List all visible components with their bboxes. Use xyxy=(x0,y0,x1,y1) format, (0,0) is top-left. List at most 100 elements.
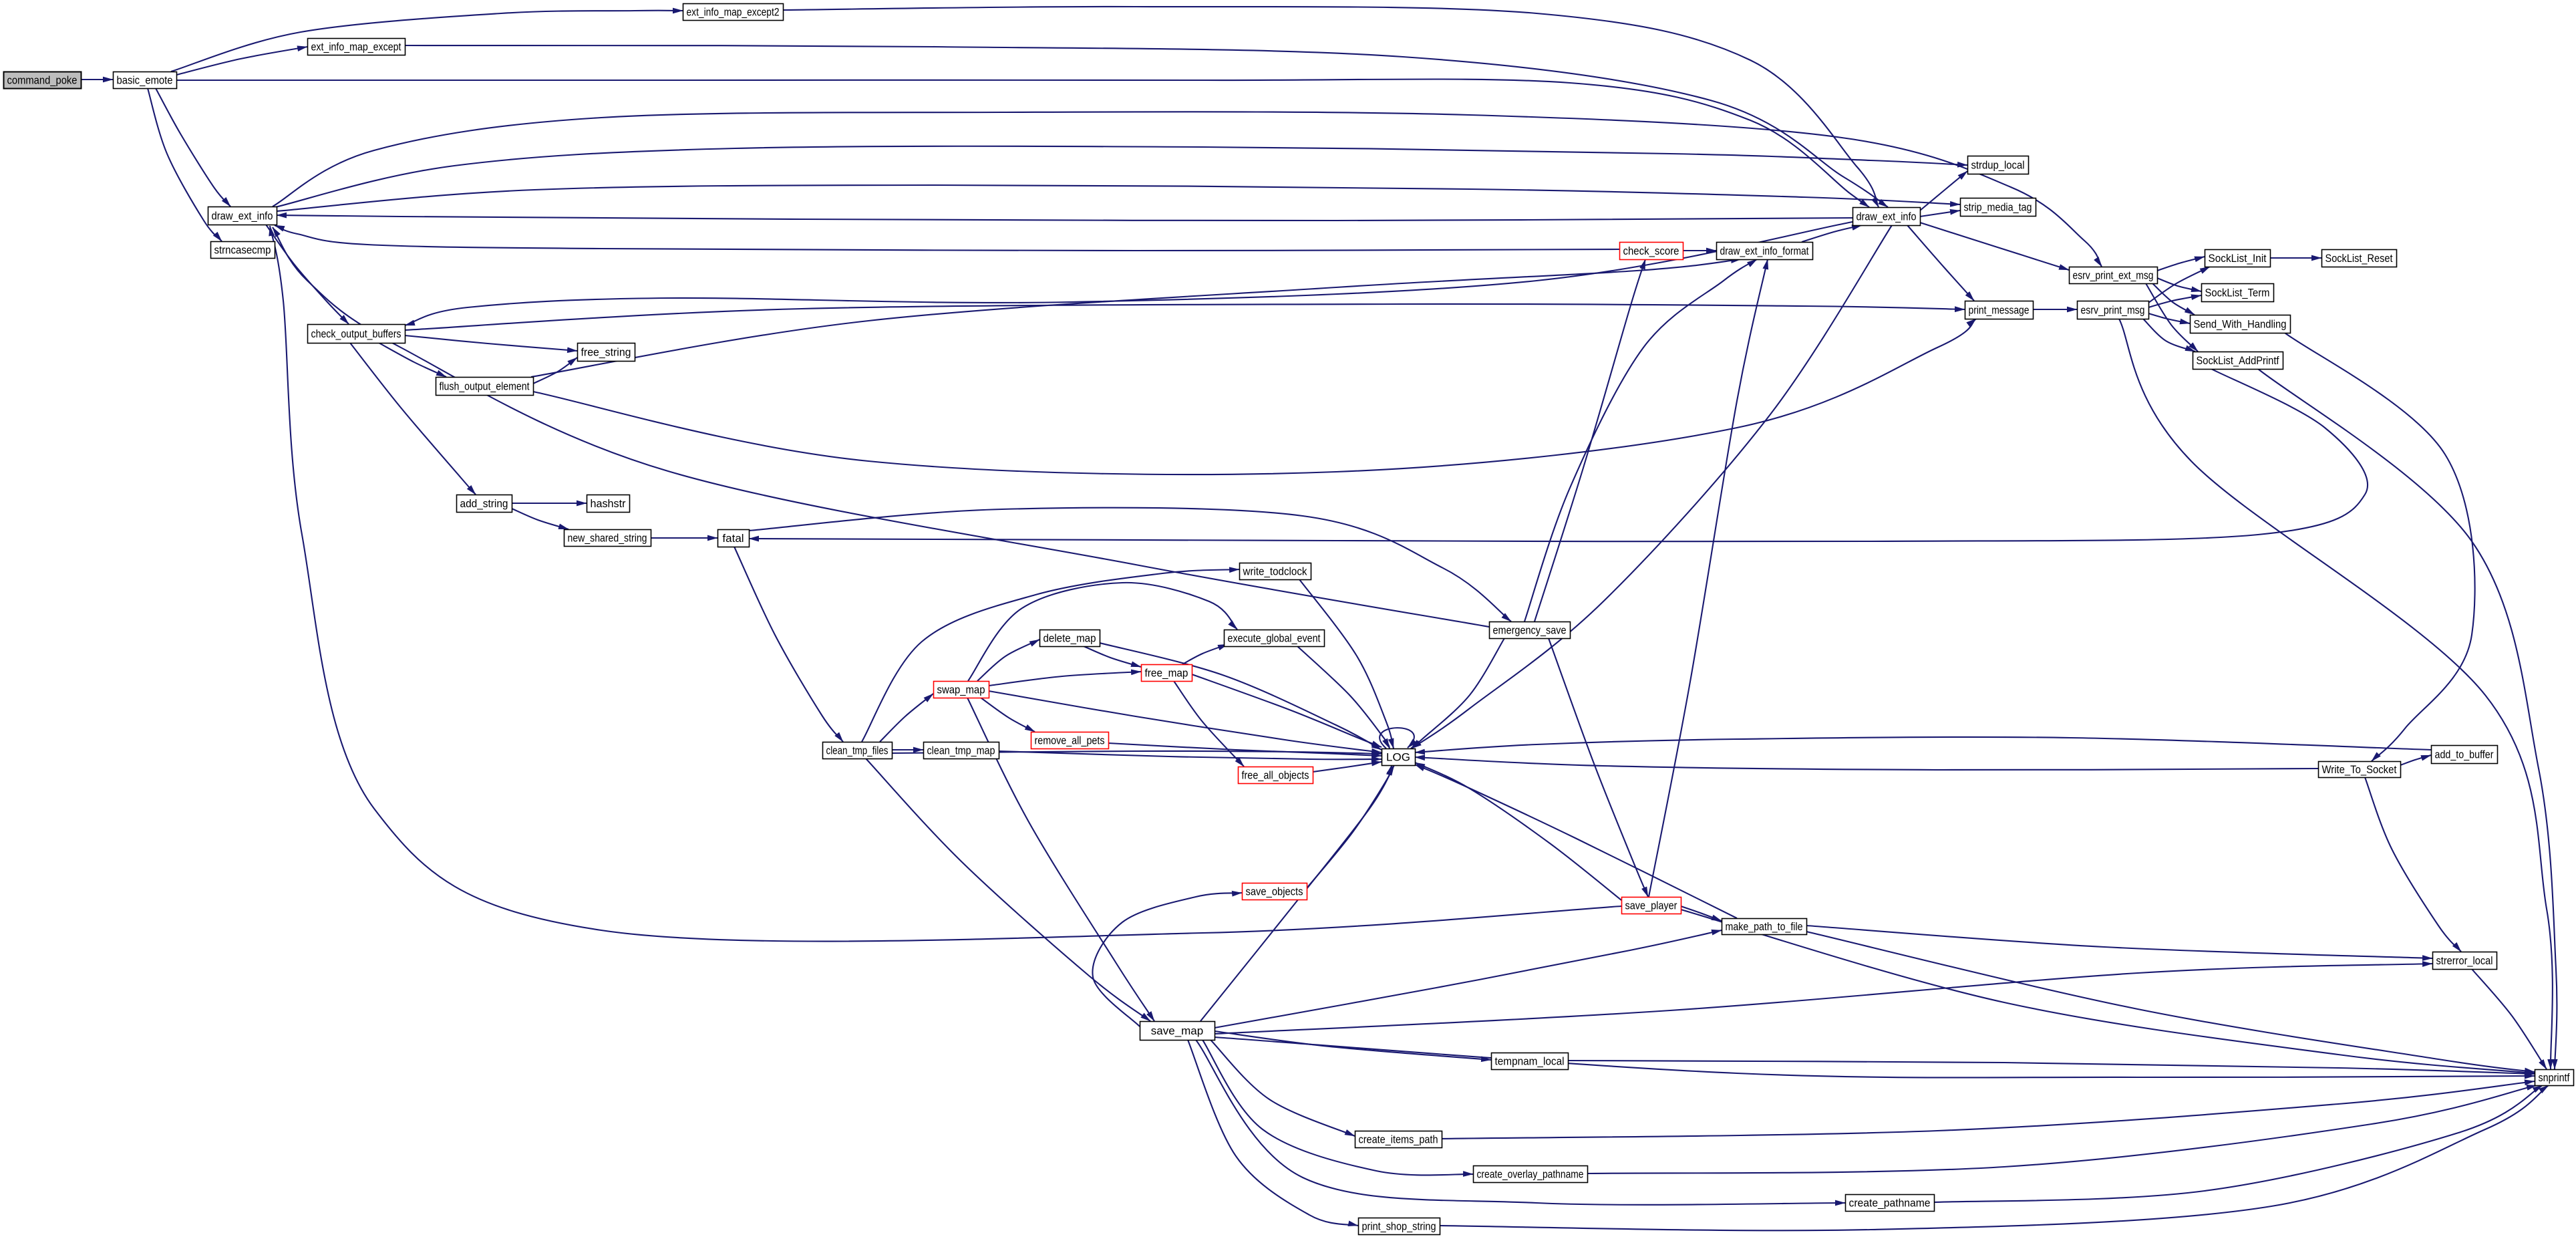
node-label-esrv_print_ext_msg: esrv_print_ext_msg xyxy=(2073,269,2154,282)
edge-esrv_print_msg-to-Send_With_Handling xyxy=(2148,312,2191,325)
node-add_string[interactable]: add_string xyxy=(456,494,513,513)
edge-draw_ext_info_R-to-print_message xyxy=(1907,225,1975,301)
node-label-flush_output_element: flush_output_element xyxy=(440,380,530,393)
edge-basic_emote-to-strncasecmp xyxy=(146,88,222,242)
node-Write_To_Socket[interactable]: Write_To_Socket xyxy=(2317,761,2402,779)
node-save_objects[interactable]: save_objects xyxy=(1241,882,1308,901)
node-box-SockList_AddPrintf xyxy=(2192,351,2284,370)
edge-draw_ext_info_L-to-strdup_local xyxy=(275,145,1968,209)
node-box-emergency_save xyxy=(1488,621,1571,640)
node-delete_map[interactable]: delete_map xyxy=(1039,629,1101,648)
edge-save_map-to-save_objects xyxy=(1092,890,1243,1027)
node-strncasecmp[interactable]: strncasecmp xyxy=(210,241,276,259)
node-label-basic_emote: basic_emote xyxy=(117,74,173,87)
node-free_string[interactable]: free_string xyxy=(577,342,636,362)
node-emergency_save[interactable]: emergency_save xyxy=(1488,621,1571,640)
node-hashstr[interactable]: hashstr xyxy=(586,494,631,513)
node-strerror_local[interactable]: strerror_local xyxy=(2432,951,2498,970)
node-label-ext_info_map_except: ext_info_map_except xyxy=(311,41,401,53)
node-SockList_Term[interactable]: SockList_Term xyxy=(2201,283,2275,303)
node-flush_output_element[interactable]: flush_output_element xyxy=(435,376,534,396)
node-check_output_buffers[interactable]: check_output_buffers xyxy=(307,323,406,344)
node-SockList_Init[interactable]: SockList_Init xyxy=(2204,249,2271,268)
node-label-free_all_objects: free_all_objects xyxy=(1242,769,1309,782)
node-clean_tmp_map[interactable]: clean_tmp_map xyxy=(923,741,1000,760)
edge-delete_map-to-LOG xyxy=(1099,642,1382,750)
edge-SockList_AddPrintf-to-fatal xyxy=(748,368,2369,543)
node-save_player[interactable]: save_player xyxy=(1621,896,1682,915)
node-basic_emote[interactable]: basic_emote xyxy=(112,71,178,90)
node-draw_ext_info_R[interactable]: draw_ext_info xyxy=(1852,206,1921,227)
node-execute_global_event[interactable]: execute_global_event xyxy=(1223,629,1325,648)
edge-draw_ext_info_format-to-draw_ext_info_R xyxy=(1801,224,1863,243)
node-fatal[interactable]: fatal xyxy=(717,529,750,548)
node-tempnam_local[interactable]: tempnam_local xyxy=(1490,1052,1569,1071)
edge-draw_ext_info_L-to-esrv_print_ext_msg xyxy=(272,111,2102,267)
node-esrv_print_msg[interactable]: esrv_print_msg xyxy=(2076,300,2150,320)
node-strdup_local[interactable]: strdup_local xyxy=(1967,155,2030,175)
node-Send_With_Handling[interactable]: Send_With_Handling xyxy=(2189,314,2291,334)
node-box-Send_With_Handling xyxy=(2189,314,2291,334)
node-command_poke[interactable]: command_poke xyxy=(3,71,82,90)
node-label-LOG: LOG xyxy=(1386,751,1410,764)
nodes-layer: command_poke basic_emote ext_info_map_exce… xyxy=(3,3,2575,1236)
node-add_to_buffer[interactable]: add_to_buffer xyxy=(2430,744,2499,765)
edge-execute_global_event-to-LOG xyxy=(1297,646,1390,749)
node-ext_info_map_except[interactable]: ext_info_map_except xyxy=(307,37,406,56)
node-box-hashstr xyxy=(586,494,631,513)
node-esrv_print_ext_msg[interactable]: esrv_print_ext_msg xyxy=(2068,266,2158,285)
node-box-free_map xyxy=(1140,664,1193,682)
node-label-free_string: free_string xyxy=(581,346,631,359)
node-box-flush_output_element xyxy=(435,376,534,396)
node-ext_info_map_except2[interactable]: ext_info_map_except2 xyxy=(682,3,784,21)
node-label-snprintf: snprintf xyxy=(2539,1071,2570,1084)
node-new_shared_string[interactable]: new_shared_string xyxy=(563,529,652,547)
node-box-basic_emote xyxy=(112,71,178,90)
node-draw_ext_info_L[interactable]: draw_ext_info xyxy=(207,206,278,226)
node-label-hashstr: hashstr xyxy=(591,497,626,510)
edge-clean_tmp_files-to-swap_map xyxy=(879,693,934,742)
node-free_map[interactable]: free_map xyxy=(1140,664,1193,682)
edge-draw_ext_info_R-to-LOG xyxy=(1411,225,1893,749)
node-print_message[interactable]: print_message xyxy=(1964,300,2034,320)
node-free_all_objects[interactable]: free_all_objects xyxy=(1237,766,1314,785)
node-create_items_path[interactable]: create_items_path xyxy=(1354,1130,1443,1149)
node-check_score[interactable]: check_score xyxy=(1619,241,1684,261)
node-box-esrv_print_msg xyxy=(2076,300,2150,320)
node-box-ext_info_map_except2 xyxy=(682,3,784,21)
node-strip_media_tag[interactable]: strip_media_tag xyxy=(1959,197,2037,217)
node-create_pathname[interactable]: create_pathname xyxy=(1844,1194,1935,1212)
node-clean_tmp_files[interactable]: clean_tmp_files xyxy=(822,741,893,760)
node-box-create_items_path xyxy=(1354,1130,1443,1149)
node-swap_map[interactable]: swap_map xyxy=(933,680,990,699)
node-write_todclock[interactable]: write_todclock xyxy=(1239,562,1312,581)
node-make_path_to_file[interactable]: make_path_to_file xyxy=(1721,918,1808,936)
edge-make_path_to_file-to-snprintf xyxy=(1806,930,2535,1074)
node-print_shop_string[interactable]: print_shop_string xyxy=(1357,1217,1441,1236)
node-save_map[interactable]: save_map xyxy=(1139,1020,1216,1041)
node-label-add_string: add_string xyxy=(460,497,508,510)
node-label-ext_info_map_except2: ext_info_map_except2 xyxy=(687,6,780,19)
node-SockList_AddPrintf[interactable]: SockList_AddPrintf xyxy=(2192,351,2284,370)
edge-LOG-self-loop xyxy=(1379,727,1417,749)
node-box-delete_map xyxy=(1039,629,1101,648)
edge-add_string-to-new_shared_string xyxy=(511,508,569,531)
edge-fatal-to-emergency_save xyxy=(748,507,1512,622)
edge-emergency_save-to-save_player xyxy=(1548,638,1649,897)
node-box-strncasecmp xyxy=(210,241,276,259)
node-draw_ext_info_format[interactable]: draw_ext_info_format xyxy=(1716,241,1814,261)
node-snprintf[interactable]: snprintf xyxy=(2534,1069,2575,1087)
node-box-snprintf xyxy=(2534,1069,2575,1087)
node-SockList_Reset[interactable]: SockList_Reset xyxy=(2321,249,2398,268)
edge-swap_map-to-execute_global_event xyxy=(967,581,1238,682)
node-box-draw_ext_info_L xyxy=(207,206,278,226)
edge-free_map-to-execute_global_event xyxy=(1182,644,1229,665)
node-create_overlay_pathname[interactable]: create_overlay_pathname xyxy=(1472,1165,1589,1184)
edge-basic_emote-to-draw_ext_info_L xyxy=(155,88,231,207)
edge-swap_map-to-remove_all_pets xyxy=(980,697,1035,732)
edge-esrv_print_ext_msg-to-SockList_Term xyxy=(2156,277,2202,293)
node-remove_all_pets[interactable]: remove_all_pets xyxy=(1030,731,1110,750)
edge-Write_To_Socket-to-add_to_buffer xyxy=(2400,754,2432,766)
node-LOG[interactable]: LOG xyxy=(1381,748,1416,767)
